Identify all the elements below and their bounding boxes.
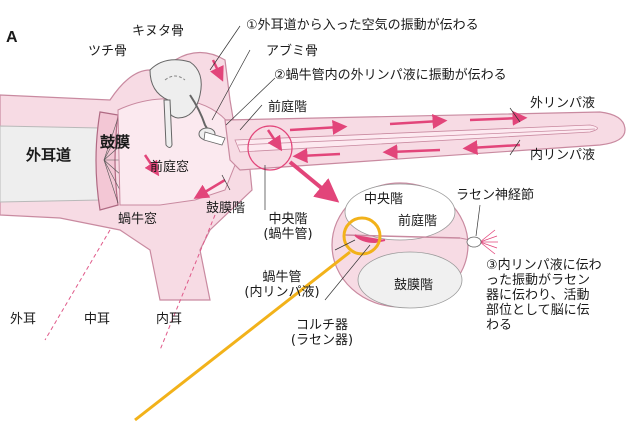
vibration-circle [247, 125, 293, 171]
cochlea-cross-section [331, 182, 498, 309]
scala-media-label-line1: 中央階 [268, 212, 308, 227]
step-1-text: ①外耳道から入った空気の振動が伝わる [246, 18, 479, 33]
panel-letter: A [6, 29, 18, 46]
outer-ear-label: 外耳 [10, 312, 37, 327]
step-3-line-2: った振動がラセン [486, 273, 591, 288]
stapes-label: アブミ骨 [266, 44, 319, 59]
step-3-line-1: ③内リンパ液に伝わ [486, 258, 602, 273]
step-3-line-5: わる [486, 318, 513, 333]
cochlear-duct-label-line2: (内リンパ液) [244, 285, 320, 300]
organ-of-corti-pointer [134, 216, 382, 422]
scala-media-label: 中央階 (蝸牛管) [256, 212, 320, 242]
round-window-label: 蝸牛窓 [118, 212, 158, 227]
scala-media-label-line2: (蝸牛管) [263, 227, 313, 242]
organ-of-corti-label-line1: コルチ器 [295, 318, 348, 333]
cochlear-duct-label-line1: 蝸牛管 [262, 270, 302, 285]
cochlear-duct-label: 蝸牛管 (内リンパ液) [232, 270, 332, 300]
perilymph-label: 外リンパ液 [530, 96, 596, 111]
step-3-line-3: 器に伝わり、活動 [486, 288, 590, 303]
step-2-text: ②蝸牛管内の外リンパ液に振動が伝わる [274, 68, 507, 83]
spiral-ganglion-label: ラセン神経節 [456, 188, 535, 203]
leader-lines [209, 25, 521, 301]
middle-ear-label: 中耳 [84, 312, 111, 327]
oval-window-label: 前庭窓 [150, 160, 190, 175]
external-auditory-canal-label: 外耳道 [26, 146, 72, 164]
scala-tympani-label: 鼓膜階 [206, 201, 246, 216]
eardrum-label: 鼓膜 [100, 133, 131, 151]
region-dividers [44, 214, 216, 351]
cross-section-scala-media-label: 中央階 [364, 192, 404, 207]
ossicles [149, 59, 226, 148]
endolymph-label: 内リンパ液 [530, 148, 596, 163]
flow-arrows [143, 59, 528, 199]
inner-ear-label: 内耳 [156, 312, 183, 327]
cross-section-scala-vestibuli-label: 前庭階 [398, 214, 438, 229]
scala-vestibuli-label: 前庭階 [268, 100, 308, 115]
organ-of-corti-label-line2: (ラセン器) [290, 333, 354, 348]
zoom-arrow [288, 160, 340, 203]
step-3-text: ③内リンパ液に伝わ った振動がラセン 器に伝わり、活動 部位として脳に伝 わる [486, 258, 602, 333]
malleus-label: ツチ骨 [88, 44, 128, 59]
eardrum-shape [95, 111, 122, 211]
incus-label: キヌタ骨 [132, 24, 185, 39]
step-3-line-4: 部位として脳に伝 [486, 303, 590, 318]
organ-of-corti-label: コルチ器 (ラセン器) [272, 318, 372, 348]
cross-section-scala-tympani-label: 鼓膜階 [394, 278, 434, 293]
